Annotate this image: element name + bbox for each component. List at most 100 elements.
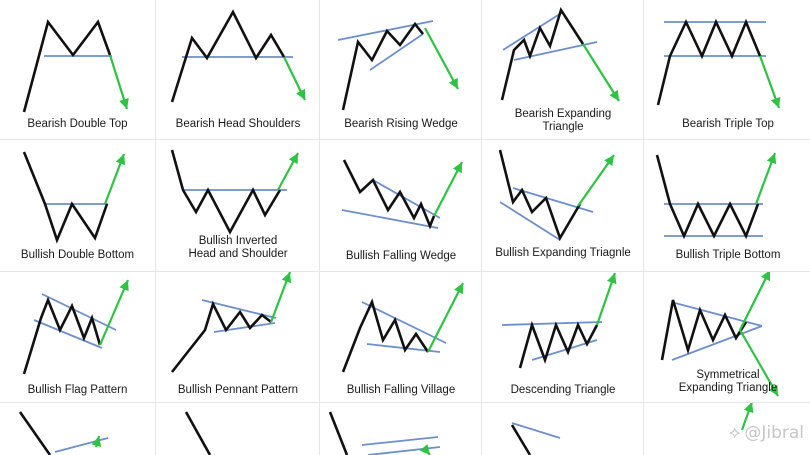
trendline	[361, 301, 447, 344]
row-divider	[0, 271, 810, 272]
pattern-chart	[510, 422, 561, 455]
price-line	[22, 151, 109, 244]
column-divider	[319, 0, 320, 455]
pattern-card: Bearish Rising Wedge	[322, 0, 480, 138]
price-line	[342, 159, 436, 230]
watermark: ⟡ @Jibral	[729, 423, 804, 443]
pattern-chart	[328, 411, 441, 455]
pattern-card: Symmetrical Expanding Triangle	[646, 272, 810, 401]
breakout-arrow-head	[743, 403, 754, 414]
column-divider	[155, 0, 156, 455]
pattern-caption: Bearish Double Top	[27, 118, 128, 130]
trendline	[511, 422, 561, 439]
price-line	[510, 424, 532, 455]
breakout-arrow-head	[766, 153, 777, 165]
trendline	[41, 293, 117, 331]
trendline	[674, 302, 763, 327]
pattern-card: Bearish Head Shoulders	[158, 0, 318, 138]
pattern-caption: Bearish Rising Wedge	[344, 118, 458, 130]
breakout-arrow-head	[119, 97, 129, 109]
watermark-text: @Jibral	[744, 423, 804, 443]
price-line	[656, 18, 762, 106]
pattern-chart	[184, 411, 212, 455]
breakout-arrow-head	[452, 162, 462, 174]
pattern-card: Bullish Falling Wedge	[322, 140, 480, 270]
breakout-arrow	[427, 282, 464, 353]
trendline	[671, 325, 763, 361]
pattern-card: Bullish Inverted Head and Shoulder	[158, 140, 318, 270]
pattern-card	[322, 403, 480, 455]
pattern-caption: Bullish Falling Wedge	[345, 250, 457, 262]
column-divider	[481, 0, 482, 455]
row-divider	[0, 402, 810, 403]
pattern-card	[646, 403, 810, 455]
breakout-arrow	[424, 27, 459, 90]
pattern-chart	[337, 20, 459, 111]
price-line	[341, 298, 430, 373]
pattern-caption: Bullish Pennant Pattern	[177, 384, 299, 396]
price-line	[498, 149, 582, 242]
breakout-arrow-head	[119, 280, 129, 292]
breakout-arrow-head	[761, 272, 770, 282]
trendline	[372, 179, 441, 219]
watermark-logo-icon: ⟡	[729, 423, 741, 443]
breakout-arrow	[433, 161, 463, 217]
pattern-card	[0, 403, 155, 455]
trendline	[499, 201, 561, 241]
price-line	[170, 149, 282, 235]
trendline	[361, 436, 439, 446]
breakout-arrow-head	[115, 154, 126, 166]
pattern-caption: Bearish Triple Top	[682, 118, 774, 130]
trendline	[369, 33, 424, 71]
price-line	[170, 300, 272, 373]
trendline	[501, 321, 603, 326]
pattern-card: Bearish Expanding Triangle	[484, 0, 642, 138]
pattern-card: Bullish Falling Village	[322, 272, 480, 401]
trendline	[33, 319, 103, 349]
price-line	[170, 9, 286, 103]
pattern-caption: Bullish Double Bottom	[20, 249, 135, 261]
trendline	[512, 187, 594, 213]
pattern-chart	[341, 282, 464, 373]
breakout-arrow-head	[288, 153, 298, 165]
price-line	[22, 296, 102, 375]
breakout-arrow-head	[281, 272, 292, 284]
pattern-chart	[22, 279, 130, 375]
breakout-arrow-head	[604, 155, 614, 167]
pattern-caption: Bearish Expanding Triangle	[514, 108, 612, 133]
pattern-chart	[22, 151, 126, 244]
pattern-card: Bullish Double Bottom	[0, 140, 155, 270]
pattern-caption: Bullish Inverted Head and Shoulder	[188, 235, 288, 260]
breakout-arrow	[98, 279, 130, 346]
breakout-arrow	[582, 43, 620, 102]
pattern-chart	[22, 19, 129, 113]
pattern-card	[158, 403, 318, 455]
pattern-chart	[740, 403, 754, 431]
pattern-card: Bullish Flag Pattern	[0, 272, 155, 401]
pattern-chart	[498, 149, 615, 242]
row-divider	[0, 139, 810, 140]
pattern-chart	[170, 149, 299, 235]
breakout-arrow-head	[296, 88, 306, 100]
price-line	[660, 299, 748, 361]
breakout-arrow-alt-head	[768, 384, 778, 396]
pattern-caption: Descending Triangle	[510, 384, 616, 396]
breakout-arrow-head	[609, 89, 619, 101]
pattern-chart	[501, 272, 617, 369]
breakout-arrow	[739, 272, 771, 331]
pattern-caption: Bullish Flag Pattern	[27, 384, 128, 396]
pattern-caption: Bullish Expanding Triagnle	[495, 247, 631, 259]
price-line	[22, 19, 112, 113]
price-line	[18, 411, 52, 455]
pattern-card: Bullish Triple Bottom	[646, 140, 810, 270]
pattern-chart	[500, 6, 620, 102]
pattern-caption: Bullish Triple Bottom	[675, 249, 781, 261]
price-line	[184, 411, 212, 455]
trendline	[337, 20, 434, 41]
pattern-chart	[170, 9, 306, 103]
pattern-caption: Bearish Head Shoulders	[175, 118, 301, 130]
pattern-card	[484, 403, 642, 455]
pattern-card: Bearish Triple Top	[646, 0, 810, 138]
pattern-card: Descending Triangle	[484, 272, 642, 401]
